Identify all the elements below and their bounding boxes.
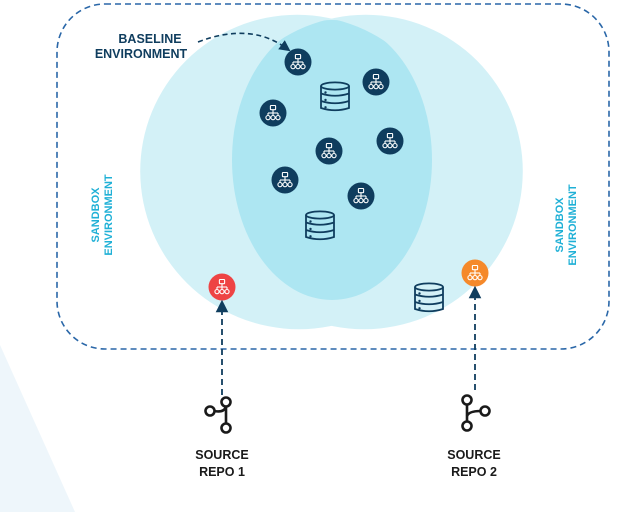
service-node-baseline bbox=[259, 99, 287, 127]
repo2-git-branch-icon bbox=[461, 394, 491, 432]
service-node-baseline bbox=[315, 137, 343, 165]
baseline-label-line1: BASELINE bbox=[118, 32, 181, 46]
service-node-repo2-change bbox=[461, 259, 489, 287]
service-node-baseline bbox=[376, 127, 404, 155]
baseline-pointer-arrow bbox=[197, 32, 291, 52]
service-node-repo1-change bbox=[208, 273, 236, 301]
service-node-baseline bbox=[284, 48, 312, 76]
sandbox-left-label-line2: ENVIRONMENT bbox=[103, 174, 115, 256]
repo1-git-branch-icon bbox=[204, 396, 232, 434]
sandbox-right-label-line2: ENVIRONMENT bbox=[567, 184, 579, 266]
sandbox-right-label-line1: SANDBOX bbox=[554, 197, 566, 253]
repo1-label-line1: SOURCE bbox=[195, 448, 248, 462]
repo2-label-line1: SOURCE bbox=[447, 448, 500, 462]
repo1-label-line2: REPO 1 bbox=[199, 465, 245, 479]
sandbox-boundary bbox=[56, 3, 610, 350]
service-node-baseline bbox=[362, 68, 390, 96]
service-node-baseline bbox=[347, 182, 375, 210]
sandbox-left-label-line1: SANDBOX bbox=[90, 187, 102, 243]
service-node-baseline bbox=[271, 166, 299, 194]
repo2-label-line2: REPO 2 bbox=[451, 465, 497, 479]
decorative-background-shape bbox=[0, 345, 75, 512]
baseline-label-line2: ENVIRONMENT bbox=[95, 47, 188, 61]
